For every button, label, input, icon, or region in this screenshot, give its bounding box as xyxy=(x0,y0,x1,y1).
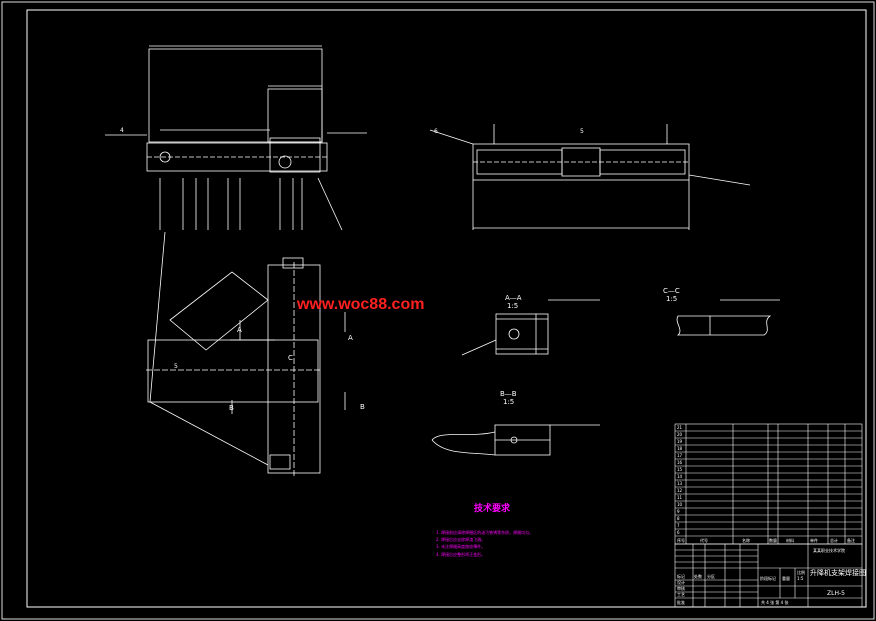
title-cell-label: 比例 xyxy=(797,569,805,575)
school-name: 某某职业技术学院 xyxy=(813,547,845,553)
section-cc xyxy=(676,299,780,336)
title-row-label: 标记 xyxy=(677,573,685,579)
section-aa-label: A—A xyxy=(505,294,522,302)
weld-symbol-4: 4 xyxy=(120,127,124,134)
weld-symbol-6: 6 xyxy=(434,128,438,135)
parts-header-cell: 单件 xyxy=(810,537,818,543)
parts-row-no: 17 xyxy=(677,453,683,458)
parts-row-no: 21 xyxy=(677,425,683,430)
parts-row-no: 6 xyxy=(677,530,680,535)
view-marker-b-right: B xyxy=(360,403,365,411)
scale-value: 1:5 xyxy=(797,576,804,581)
tech-req-item-4: 4. 焊接后应整形矫正变形。 xyxy=(436,551,485,557)
parts-row-no: 12 xyxy=(677,488,683,493)
section-aa-scale: 1:5 xyxy=(507,302,518,310)
title-cell-label: 阶段标记 xyxy=(760,575,776,581)
view-marker-c: C xyxy=(288,354,293,362)
section-cc-label: C—C xyxy=(663,287,680,295)
view-marker-b-left: B xyxy=(229,404,234,412)
parts-row-no: 9 xyxy=(677,509,680,514)
tech-req-item-1: 1. 焊接前应清除焊缝区的油污铁锈等杂质，焊缝均匀。 xyxy=(436,529,533,535)
parts-row-no: 10 xyxy=(677,502,683,507)
parts-row-no: 13 xyxy=(677,481,683,486)
view-marker-a-right: A xyxy=(348,334,353,342)
drawing-title: 升降机支架焊接图 xyxy=(810,568,866,577)
watermark-text: www.woc88.com xyxy=(296,296,424,313)
parts-row-no: 14 xyxy=(677,474,683,479)
view-marker-a-left: A xyxy=(237,326,242,334)
parts-header-cell: 序号 xyxy=(677,537,685,543)
tech-req-item-2: 2. 焊接后应去除焊渣飞溅。 xyxy=(436,536,485,542)
parts-row-no: 19 xyxy=(677,439,683,444)
parts-row-no: 8 xyxy=(677,516,680,521)
section-bb-scale: 1:5 xyxy=(503,398,514,406)
parts-row-no: 11 xyxy=(677,495,683,500)
sheet-info: 共 4 张 第 4 张 xyxy=(761,599,788,605)
parts-list-table xyxy=(674,423,863,545)
section-bb-label: B—B xyxy=(500,390,517,398)
role-label: 审核 xyxy=(677,585,685,591)
parts-header-cell: 代号 xyxy=(700,537,708,543)
parts-header-cell: 总计 xyxy=(830,537,838,543)
role-label: 批准 xyxy=(677,599,685,605)
title-block-frame xyxy=(674,543,863,608)
parts-row-no: 7 xyxy=(677,523,680,528)
title-cell-label: 重量 xyxy=(782,575,790,581)
parts-header-cell: 备注 xyxy=(847,537,855,543)
parts-header-cell: 材料 xyxy=(786,537,794,543)
drawing-number: ZLH-5 xyxy=(827,590,845,597)
parts-row-no: 20 xyxy=(677,432,683,437)
tech-req-title: 技术要求 xyxy=(474,502,511,514)
front-view xyxy=(105,45,367,231)
title-row-label: 处数 xyxy=(694,573,702,579)
side-view xyxy=(429,124,751,230)
inner-border xyxy=(26,9,867,608)
tech-req-item-3: 3. 未注焊缝高度按较薄件。 xyxy=(436,543,485,549)
weld-symbol-side: 5 xyxy=(580,128,584,135)
weld-symbol-5: 5 xyxy=(174,363,178,370)
parts-row-no: 18 xyxy=(677,446,683,451)
parts-header-cell: 数量 xyxy=(769,537,777,543)
parts-row-no: 15 xyxy=(677,467,683,472)
role-label: 工艺 xyxy=(677,592,685,597)
title-row-label: 分区 xyxy=(707,573,715,579)
section-cc-scale: 1:5 xyxy=(666,295,677,303)
section-bb xyxy=(431,424,600,456)
plan-view xyxy=(146,231,346,476)
section-aa xyxy=(461,299,600,356)
parts-header-cell: 名称 xyxy=(742,537,750,543)
parts-row-no: 16 xyxy=(677,460,683,465)
role-label: 设计 xyxy=(677,579,685,585)
